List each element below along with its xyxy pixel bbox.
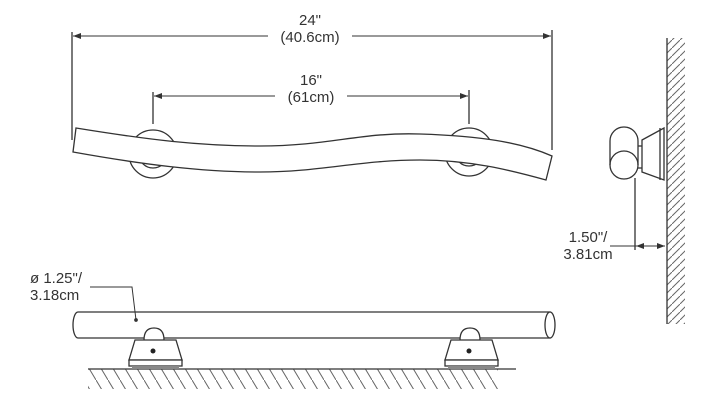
mount-spacing-imperial: 16" [299, 72, 322, 89]
curved-bar [72, 127, 553, 181]
right-mount [444, 327, 499, 369]
wall-hatch [667, 38, 685, 324]
wall-clearance-imperial: 1.50"/ [568, 229, 608, 246]
mount-spacing-metric: (61cm) [287, 89, 335, 106]
top-view [72, 286, 556, 389]
overall-length-label: 24" (40.6cm) [268, 12, 352, 46]
side-flange [641, 126, 665, 181]
wall-clearance-label: 1.50"/ 3.81cm [556, 229, 620, 263]
left-mount [128, 327, 183, 369]
straight-bar [72, 311, 551, 339]
floor-hatch [88, 369, 498, 389]
wall-clearance-metric: 3.81cm [563, 246, 613, 263]
overall-length-metric: (40.6cm) [280, 29, 340, 46]
bar-cross-section [609, 126, 639, 180]
diameter-leader [90, 286, 137, 321]
side-view [609, 38, 685, 324]
diameter-metric: 3.18cm [30, 287, 80, 304]
mount-spacing-label: 16" (61cm) [275, 72, 347, 106]
diameter-imperial: ø 1.25"/ [30, 270, 83, 287]
diameter-label: ø 1.25"/ 3.18cm [28, 270, 102, 304]
overall-length-imperial: 24" [298, 12, 321, 29]
